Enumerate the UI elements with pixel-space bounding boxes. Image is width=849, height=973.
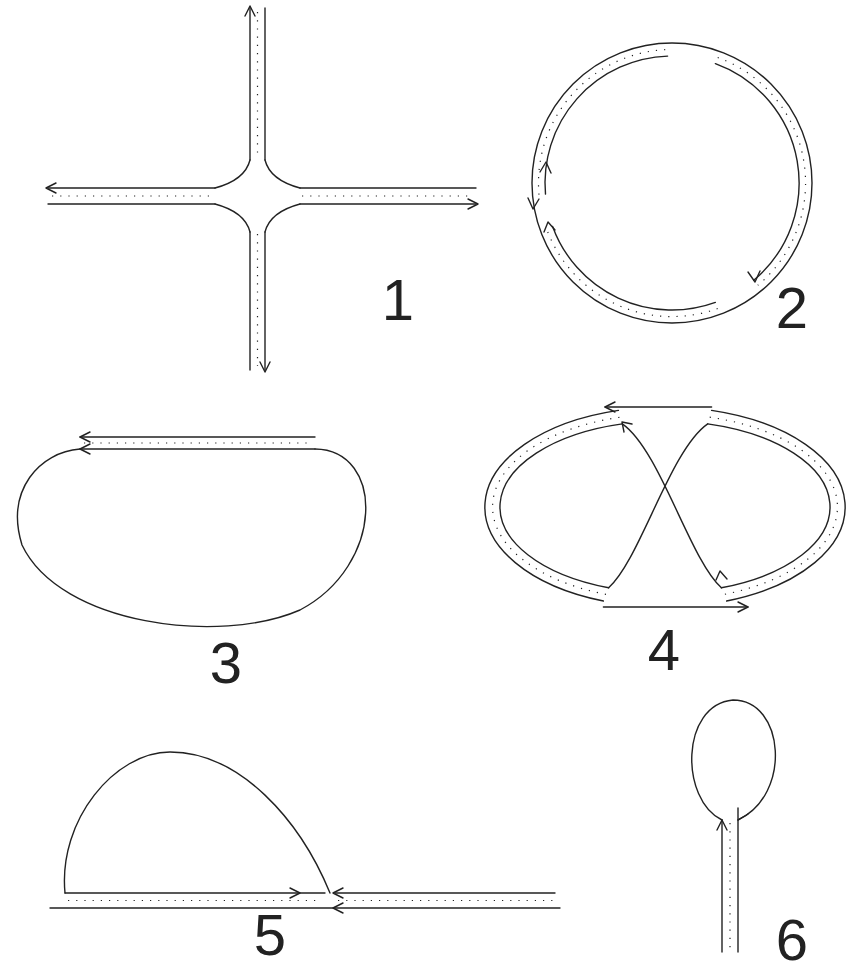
figure-number: 3 bbox=[210, 634, 242, 692]
hairpin bbox=[692, 700, 776, 952]
figure-number: 2 bbox=[776, 279, 808, 337]
figure-number: 6 bbox=[776, 911, 808, 969]
displacement-loop bbox=[50, 752, 560, 913]
figure-number: 5 bbox=[254, 906, 286, 964]
crossed-ring bbox=[485, 402, 845, 612]
circular-fragments bbox=[528, 43, 812, 323]
figure-number: 4 bbox=[648, 621, 680, 679]
four-way-junction bbox=[46, 6, 478, 372]
figure-number: 1 bbox=[382, 271, 414, 329]
loop-structure bbox=[18, 432, 366, 627]
